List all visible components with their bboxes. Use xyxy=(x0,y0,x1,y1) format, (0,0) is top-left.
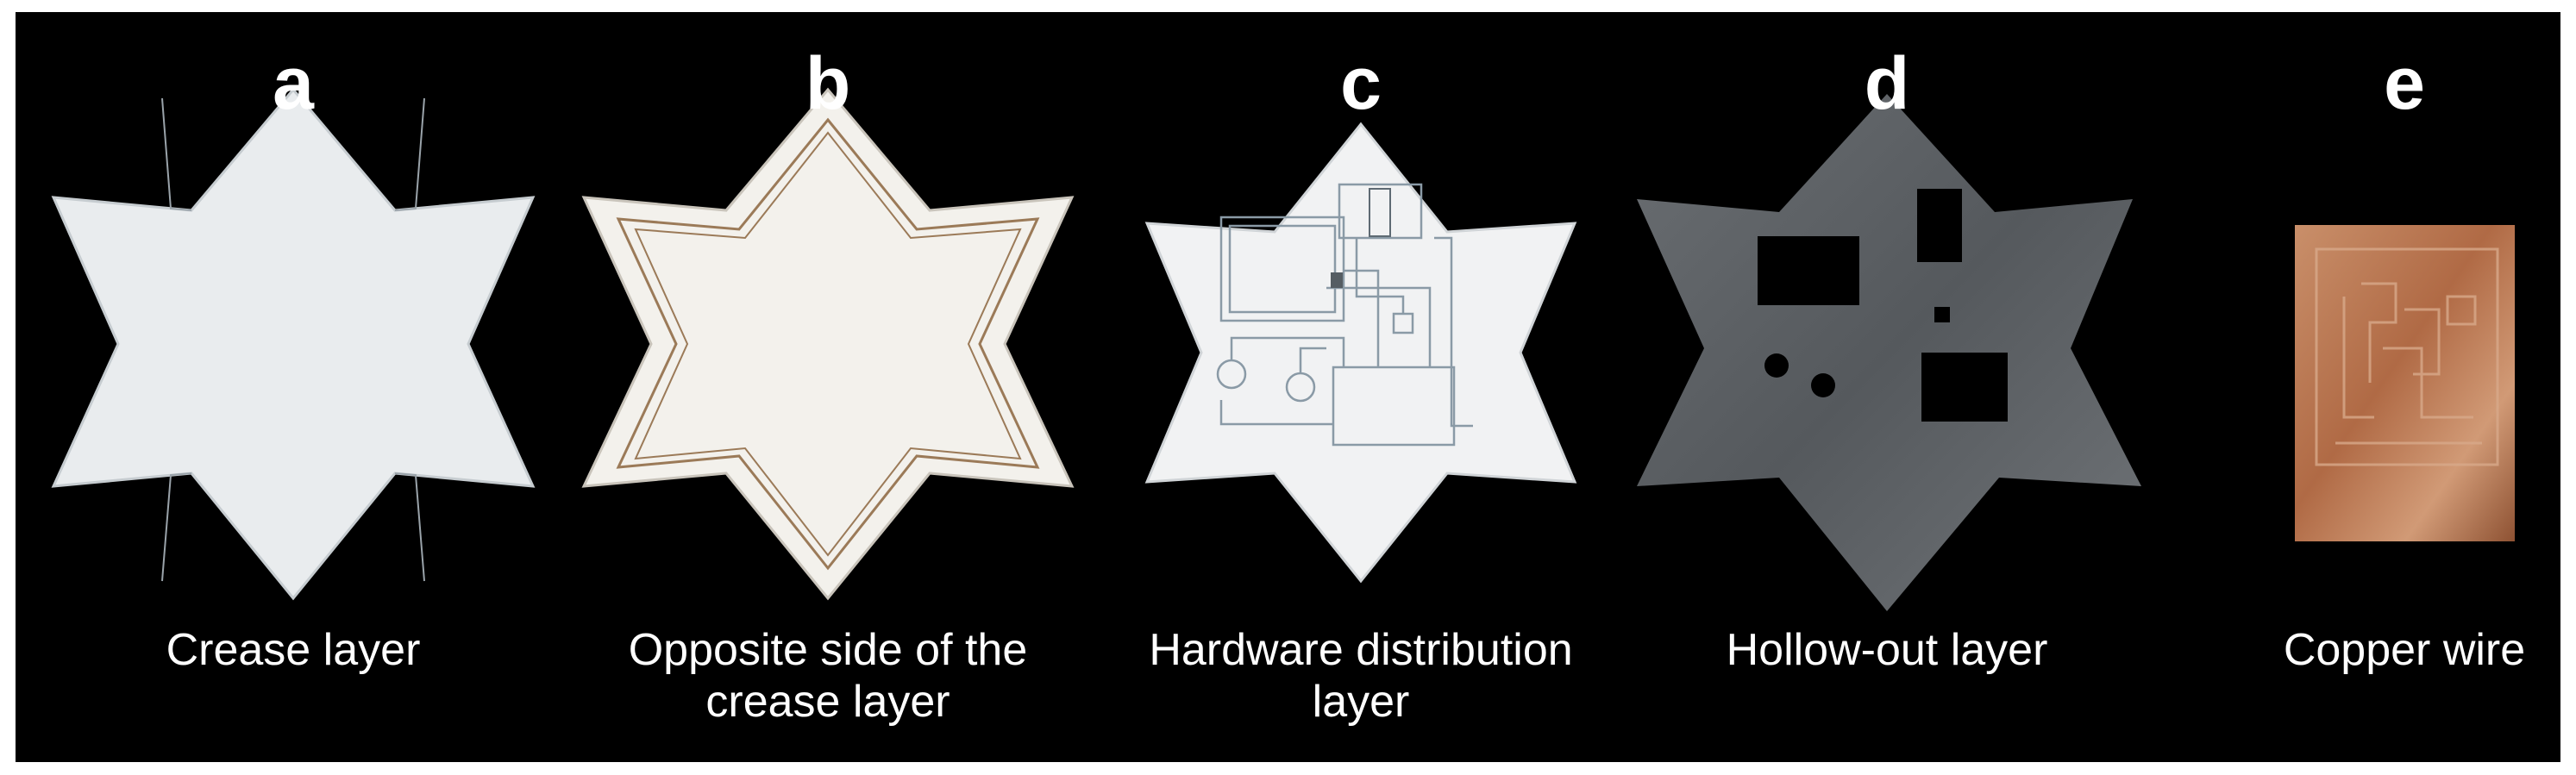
caption-crease-layer: Crease layer xyxy=(166,625,421,675)
hollow-out-star xyxy=(1637,94,2141,611)
caption-hardware-distribution: Hardware distribution layer xyxy=(1149,625,1573,727)
hardware-distribution-star xyxy=(1144,122,1577,584)
copper-wire-sheet xyxy=(2295,225,2515,541)
caption-hollow-out: Hollow-out layer xyxy=(1726,625,2048,675)
panel-letter-c: c xyxy=(1340,42,1382,125)
caption-opposite-side: Opposite side of the crease layer xyxy=(628,625,1028,727)
caption-copper-wire: Copper wire xyxy=(2283,625,2526,675)
opposite-side-star xyxy=(581,87,1075,601)
figure-panel: a b c d e Crease layer Opposite side of … xyxy=(16,12,2560,762)
crease-layer-star xyxy=(51,87,536,601)
panel-letter-e: e xyxy=(2384,42,2425,125)
figure-artwork xyxy=(51,87,2515,611)
panel-letter-b: b xyxy=(805,42,851,125)
panel-letter-d: d xyxy=(1864,42,1910,125)
panel-letter-a: a xyxy=(273,42,314,125)
